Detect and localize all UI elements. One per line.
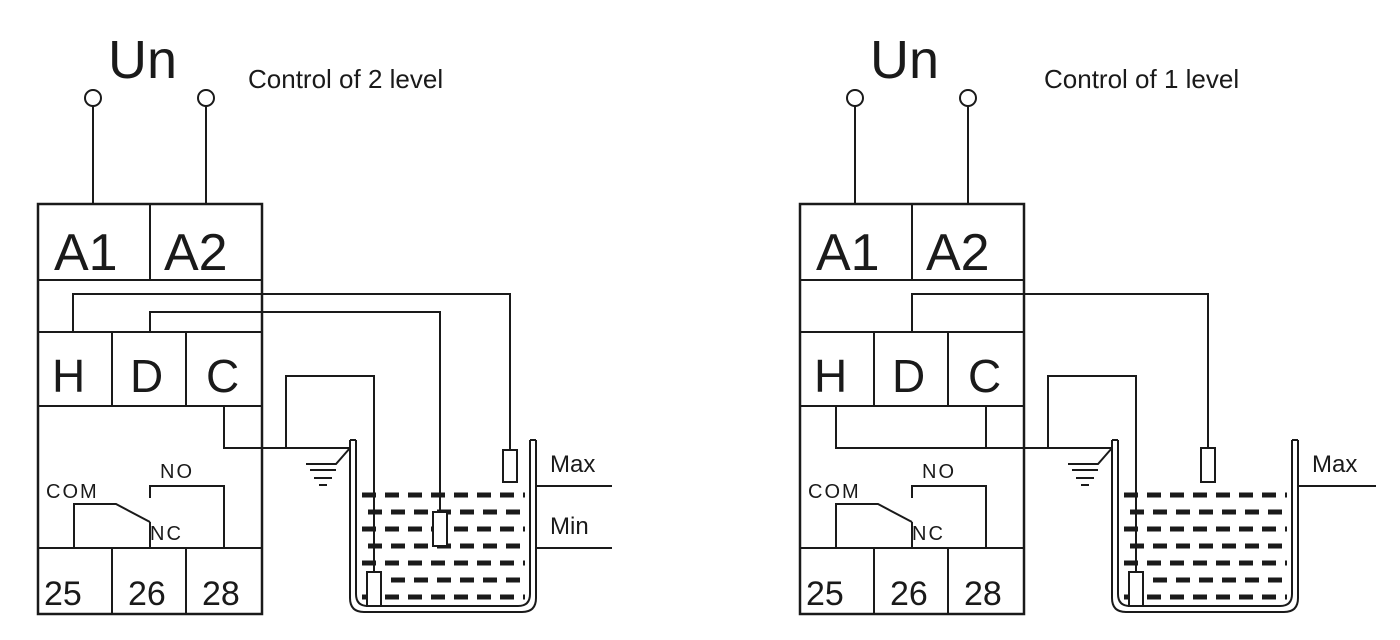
terminal-a1: A1 xyxy=(816,224,880,282)
terminal-d: D xyxy=(892,350,925,402)
supply-label: Un xyxy=(108,30,177,90)
wire-h-max xyxy=(72,293,511,450)
terminal-28: 28 xyxy=(964,575,1002,613)
contact-nc-label: NC xyxy=(150,523,183,545)
level-label-min: Min xyxy=(550,513,589,540)
contact-no xyxy=(911,485,987,548)
supply-terminal-a1 xyxy=(846,89,864,107)
terminal-h: H xyxy=(52,350,85,402)
terminal-25: 25 xyxy=(806,575,844,613)
electrode-min xyxy=(432,511,448,547)
terminal-a1: A1 xyxy=(54,224,118,282)
supply-terminal-a1 xyxy=(84,89,102,107)
diagram-caption: Control of 1 level xyxy=(1044,64,1239,94)
terminal-c: C xyxy=(206,350,239,402)
terminal-26: 26 xyxy=(890,575,928,613)
diagram-caption: Control of 2 level xyxy=(248,64,443,94)
level-label-max: Max xyxy=(1312,451,1357,478)
contact-com xyxy=(73,503,151,548)
terminal-h: H xyxy=(814,350,847,402)
ground-icon xyxy=(1068,447,1113,486)
tank xyxy=(349,439,537,613)
contact-no-label: NO xyxy=(922,461,956,483)
terminal-28: 28 xyxy=(202,575,240,613)
wire-d-max xyxy=(911,293,1209,448)
ground-icon xyxy=(306,447,351,486)
contact-no xyxy=(149,485,225,548)
contact-com-label: COM xyxy=(46,481,99,503)
terminal-d: D xyxy=(130,350,163,402)
wire-c-common xyxy=(223,406,350,449)
contact-com-label: COM xyxy=(808,481,861,503)
diagram-two-level: Un Control of 2 level A1 A2 H D C 25 26 … xyxy=(36,30,612,616)
supply-terminal-a2 xyxy=(959,89,977,107)
electrode-common xyxy=(366,571,382,607)
wire-h-common xyxy=(835,406,1112,449)
electrode-max xyxy=(1200,447,1216,483)
electrode-max xyxy=(502,449,518,483)
supply-label: Un xyxy=(870,30,939,90)
wire-d-min xyxy=(149,311,441,512)
tank xyxy=(1111,439,1299,613)
supply-terminal-a2 xyxy=(197,89,215,107)
terminal-c: C xyxy=(968,350,1001,402)
terminal-a2: A2 xyxy=(164,224,228,282)
terminal-a2: A2 xyxy=(926,224,990,282)
electrode-common xyxy=(1128,571,1144,607)
level-label-max: Max xyxy=(550,451,595,478)
terminal-25: 25 xyxy=(44,575,82,613)
wire-common-electrode xyxy=(1047,375,1137,572)
wire-common-electrode xyxy=(285,375,375,572)
contact-nc-label: NC xyxy=(912,523,945,545)
terminal-26: 26 xyxy=(128,575,166,613)
water xyxy=(1124,492,1287,600)
diagram-one-level: Un Control of 1 level A1 A2 H D C 25 26 … xyxy=(798,30,1376,616)
contact-com xyxy=(835,503,913,548)
contact-no-label: NO xyxy=(160,461,194,483)
